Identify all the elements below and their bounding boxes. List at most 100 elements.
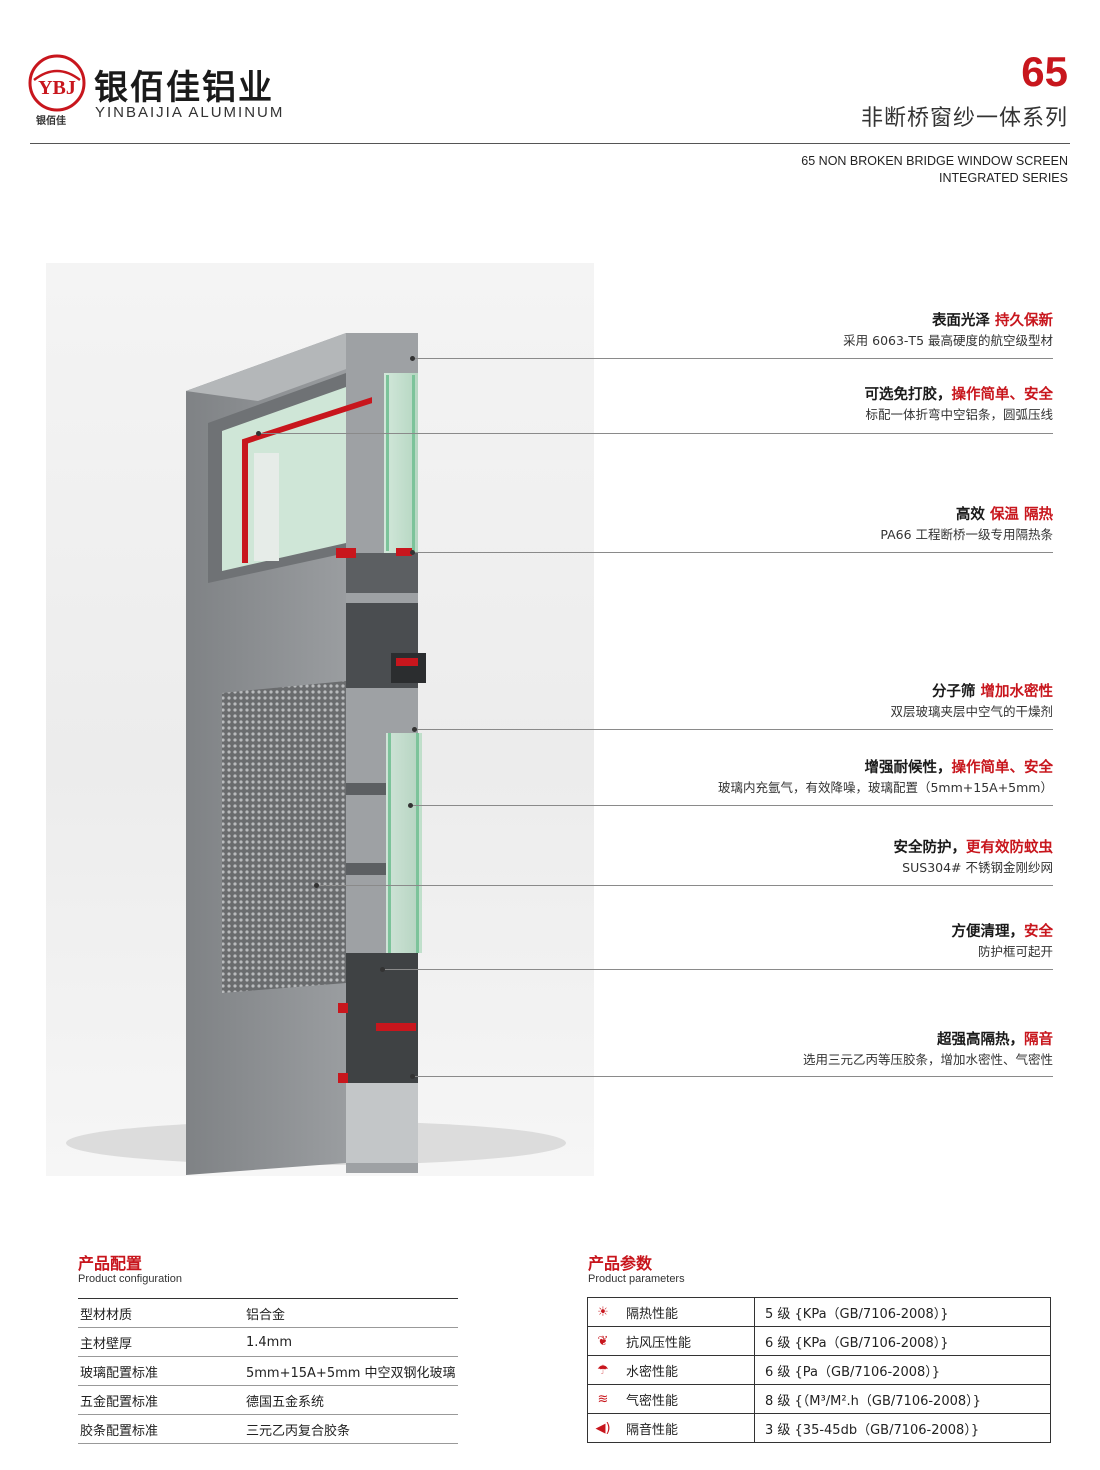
feature-title-highlight: 保温 隔热 <box>989 507 1053 523</box>
feature-title-highlight: 增加水密性 <box>980 684 1054 700</box>
leader-dot-5 <box>408 803 413 808</box>
leader-dot-8 <box>410 1074 415 1079</box>
feature-title: 表面光泽 持久保新 <box>533 311 1053 331</box>
feature-title: 方便清理，安全 <box>533 922 1054 942</box>
window-section-illustration <box>66 333 566 1175</box>
series-title-cn: 非断桥窗纱一体系列 <box>860 106 1068 131</box>
feature-description: SUS304# 不锈钢金刚纱网 <box>902 860 1053 875</box>
feature-description: 采用 6063-T5 最高硬度的航空级型材 <box>843 333 1053 348</box>
feature-title-highlight: 安全 <box>1024 924 1053 940</box>
table-row: 型材材质铝合金 <box>78 1298 458 1328</box>
air-icon: ≋ <box>587 1384 618 1414</box>
config-value: 铝合金 <box>244 1298 458 1328</box>
leader-dot-2 <box>256 431 261 436</box>
feature-title-text: 安全防护， <box>893 840 967 856</box>
feature-8: 超强高隔热，隔音 选用三元乙丙等压胶条，增加水密性、气密性 <box>533 1030 1053 1070</box>
table-row: ❦ 抗风压性能 6 级 {KPa（GB/7106-2008）} <box>587 1326 1051 1356</box>
feature-description: 标配一体折弯中空铝条，圆弧压线 <box>865 407 1053 422</box>
table-row: ◀) 隔音性能 3 级 {35-45db（GB/7106-2008）} <box>587 1413 1051 1443</box>
leader-line-6 <box>316 885 1053 886</box>
config-key: 型材材质 <box>78 1298 244 1328</box>
feature-title-text: 高效 <box>955 507 990 523</box>
feature-title-text: 可选免打胶， <box>864 387 952 403</box>
leader-line-4 <box>414 729 1053 730</box>
leader-dot-4 <box>412 727 417 732</box>
config-key: 五金配置标准 <box>78 1385 244 1415</box>
feature-4: 分子筛 增加水密性 双层玻璃夹层中空气的干燥剂 <box>533 682 1053 722</box>
config-section-subtitle: Product configuration <box>78 1273 182 1285</box>
sun-icon: ☀ <box>587 1297 618 1327</box>
leader-line-5 <box>410 805 1053 806</box>
feature-1: 表面光泽 持久保新 采用 6063-T5 最高硬度的航空级型材 <box>533 311 1053 351</box>
param-value: 8 级 {（M³/M².h（GB/7106-2008）} <box>754 1384 1051 1414</box>
param-key: 隔热性能 <box>618 1297 755 1327</box>
series-title-en-line1: 65 NON BROKEN BRIDGE WINDOW SCREEN <box>801 154 1068 168</box>
feature-title-text: 增强耐候性， <box>864 760 952 776</box>
feature-title: 安全防护，更有效防蚊虫 <box>533 838 1054 858</box>
feature-title-text: 超强高隔热， <box>937 1032 1024 1048</box>
param-value: 6 级 {Pa（GB/7106-2008）} <box>754 1355 1051 1385</box>
brand-english-name: YINBAIJIA ALUMINUM <box>95 104 285 121</box>
params-section-title: 产品参数 <box>588 1254 653 1273</box>
table-row: ≋ 气密性能 8 级 {（M³/M².h（GB/7106-2008）} <box>587 1384 1051 1414</box>
feature-7: 方便清理，安全 防护框可起开 <box>533 922 1054 962</box>
logo-mark-icon: YBJ <box>28 54 86 112</box>
brand-name: 银佰佳铝业 <box>94 68 274 108</box>
leader-dot-7 <box>380 967 385 972</box>
config-value: 5mm+15A+5mm 中空双钢化玻璃 <box>244 1356 458 1386</box>
feature-title: 增强耐候性，操作简单、安全 <box>533 758 1054 778</box>
params-section-subtitle: Product parameters <box>588 1273 685 1285</box>
feature-title-highlight: 操作简单、安全 <box>951 760 1054 776</box>
series-title-en: 65 NON BROKEN BRIDGE WINDOW SCREEN INTEG… <box>668 153 1068 187</box>
params-table: ☀ 隔热性能 5 级 {KPa（GB/7106-2008）} ❦ 抗风压性能 6… <box>587 1297 1051 1443</box>
table-row: 胶条配置标准三元乙丙复合胶条 <box>78 1414 458 1444</box>
feature-description: PA66 工程断桥一级专用隔热条 <box>880 527 1053 542</box>
feature-6: 安全防护，更有效防蚊虫 SUS304# 不锈钢金刚纱网 <box>533 838 1054 878</box>
leader-line-2 <box>258 433 1053 434</box>
feature-description: 玻璃内充氩气，有效降噪，玻璃配置（5mm+15A+5mm） <box>717 780 1053 795</box>
table-row: ☂ 水密性能 6 级 {Pa（GB/7106-2008）} <box>587 1355 1051 1385</box>
series-number: 65 <box>1021 48 1068 95</box>
leader-line-1 <box>412 358 1053 359</box>
config-value: 三元乙丙复合胶条 <box>244 1414 458 1444</box>
feature-title-text: 分子筛 <box>931 684 981 700</box>
param-key: 水密性能 <box>618 1355 755 1385</box>
wind-icon: ❦ <box>587 1326 618 1356</box>
logo-subtext: 银佰佳 <box>36 116 66 127</box>
param-key: 抗风压性能 <box>618 1326 755 1356</box>
leader-line-8 <box>412 1076 1053 1077</box>
feature-5: 增强耐候性，操作简单、安全 玻璃内充氩气，有效降噪，玻璃配置（5mm+15A+5… <box>533 758 1053 798</box>
feature-title-text: 表面光泽 <box>931 313 995 329</box>
feature-description: 双层玻璃夹层中空气的干燥剂 <box>890 704 1053 719</box>
config-value: 1.4mm <box>244 1327 458 1357</box>
param-value: 5 级 {KPa（GB/7106-2008）} <box>754 1297 1051 1327</box>
config-key: 胶条配置标准 <box>78 1414 244 1444</box>
header-divider <box>30 143 1070 144</box>
feature-description: 防护框可起开 <box>977 944 1053 959</box>
leader-dot-6 <box>314 883 319 888</box>
leader-line-3 <box>412 552 1053 553</box>
feature-title-highlight: 操作简单、安全 <box>951 387 1054 403</box>
leader-line-7 <box>382 969 1053 970</box>
series-title-en-line2: INTEGRATED SERIES <box>939 171 1068 185</box>
feature-title: 可选免打胶，操作简单、安全 <box>533 385 1054 405</box>
param-value: 6 级 {KPa（GB/7106-2008）} <box>754 1326 1051 1356</box>
config-key: 主材壁厚 <box>78 1327 244 1357</box>
feature-title-highlight: 持久保新 <box>995 313 1053 329</box>
feature-title: 高效 保温 隔热 <box>533 505 1053 525</box>
product-photo <box>46 263 594 1176</box>
feature-2: 可选免打胶，操作简单、安全 标配一体折弯中空铝条，圆弧压线 <box>533 385 1054 425</box>
feature-title: 分子筛 增加水密性 <box>533 682 1053 702</box>
logo-letters: YBJ <box>38 77 76 99</box>
table-row: ☀ 隔热性能 5 级 {KPa（GB/7106-2008）} <box>587 1297 1051 1327</box>
feature-title-text: 方便清理， <box>951 924 1025 940</box>
rain-icon: ☂ <box>587 1355 618 1385</box>
leader-dot-1 <box>410 356 415 361</box>
leader-dot-3 <box>410 550 415 555</box>
param-value: 3 级 {35-45db（GB/7106-2008）} <box>754 1413 1051 1443</box>
param-key: 气密性能 <box>618 1384 755 1414</box>
config-value: 德国五金系统 <box>244 1385 458 1415</box>
